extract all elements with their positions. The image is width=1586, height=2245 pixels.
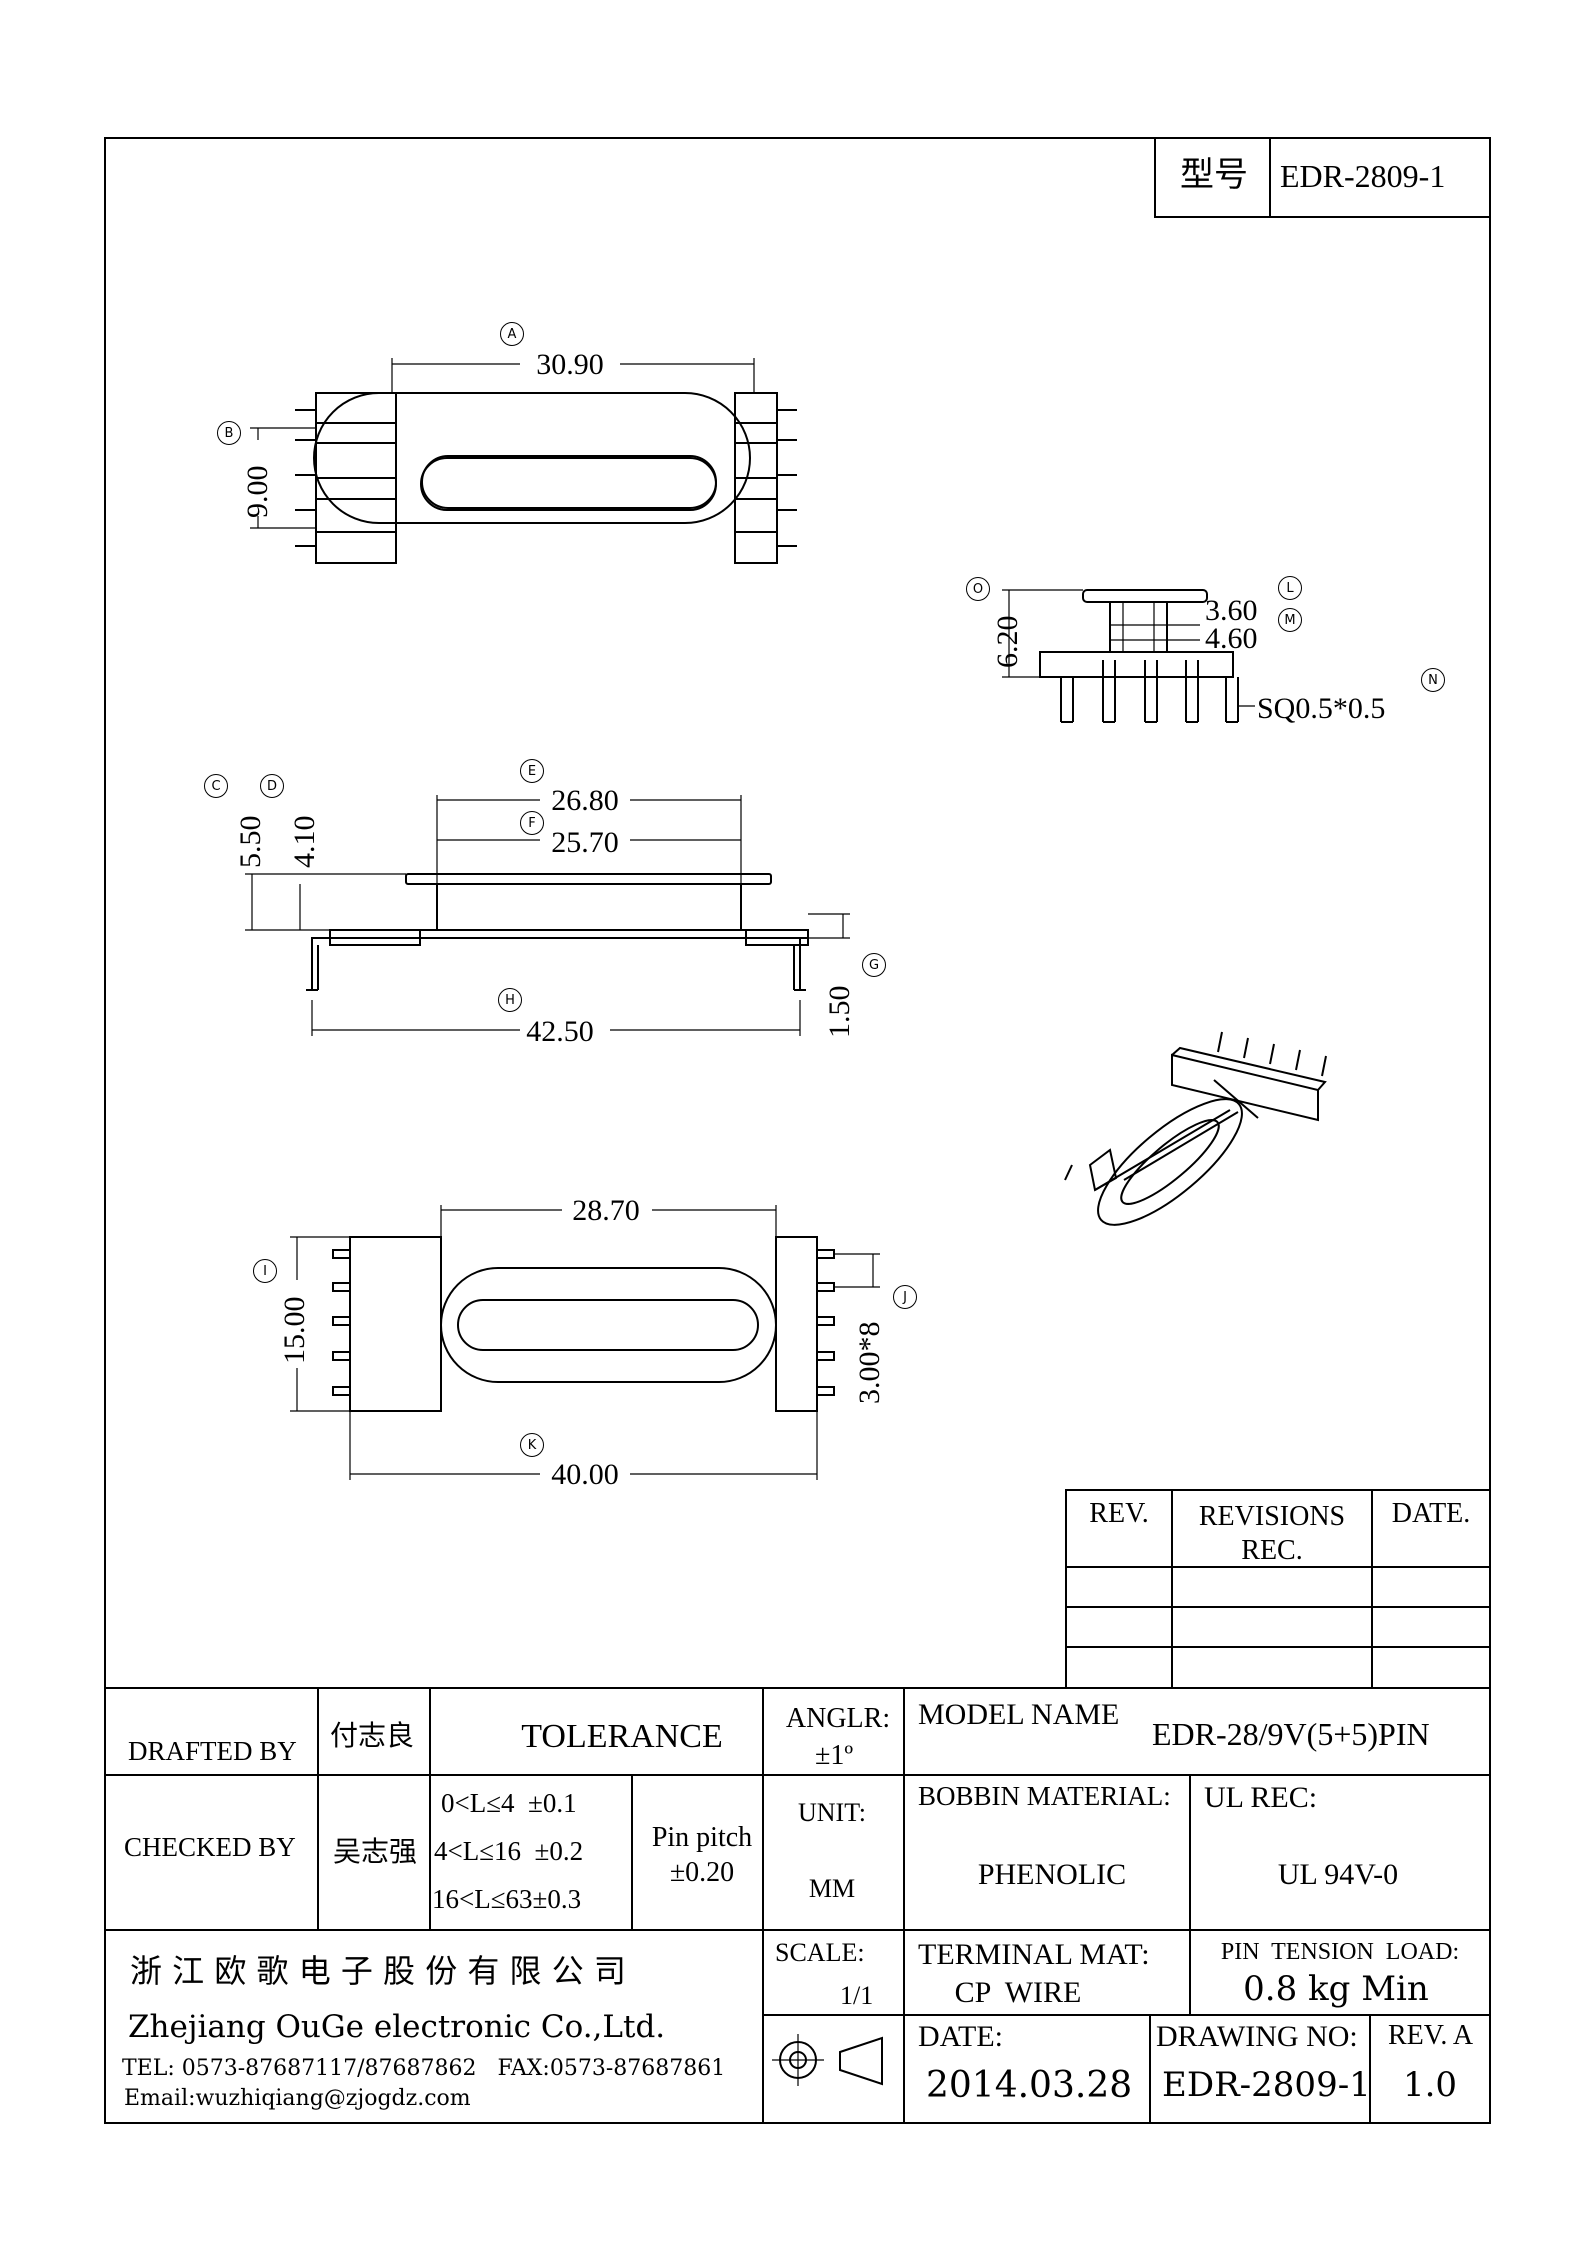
callout-o: O (966, 577, 990, 601)
dim-bottom-core-length: 28.70 (572, 1194, 640, 1227)
dim-side-pin-offset: 1.50 (823, 985, 856, 1039)
callout-i: I (253, 1259, 277, 1283)
rev-header-date: DATE. (1391, 1498, 1471, 1529)
ul-rec-label: UL REC: (1204, 1781, 1318, 1814)
dim-bottom-pitch: 3.00*8 (853, 1321, 886, 1405)
checked-by-name: 吴志强 (333, 1835, 418, 1868)
callout-n: N (1421, 668, 1445, 692)
callout-h: H (498, 988, 522, 1012)
rev-value: 1.0 (1402, 2065, 1458, 2105)
dim-end-inner-a: 3.60 (1205, 594, 1258, 627)
dim-side-pin-span: 42.50 (526, 1015, 594, 1048)
top-view (250, 358, 797, 564)
scale-label: SCALE: (775, 1938, 865, 1967)
date-value: 2014.03.28 (926, 2065, 1133, 2106)
dim-end-pin-size: SQ0.5*0.5 (1257, 692, 1386, 725)
drafted-by-name: 付志良 (330, 1719, 415, 1752)
dim-end-height: 6.20 (991, 615, 1024, 669)
callout-a: A (500, 322, 524, 346)
checked-by-label: CHECKED BY (124, 1832, 296, 1862)
bottom-view (290, 1205, 880, 1480)
header-box (1154, 137, 1491, 218)
terminal-mat-value: CP WIRE (954, 1976, 1082, 2009)
angle-value: ±1º (814, 1740, 854, 1771)
company-name-en: Zhejiang OuGe electronic Co.,Ltd. (128, 2009, 666, 2045)
angle-label: ANGLR: (785, 1703, 891, 1734)
tolerance-label: TOLERANCE (521, 1718, 723, 1755)
callout-c: C (204, 774, 228, 798)
drawing-frame (104, 137, 1491, 2124)
rev-header-revisions: REVISIONS REC. (1198, 1501, 1346, 1566)
dim-side-flange-outer: 26.80 (551, 784, 619, 817)
dim-side-height-total: 5.50 (234, 815, 267, 869)
pin-tension-value: 0.8 kg Min (1243, 1969, 1429, 2009)
drawing-no-label: DRAWING NO: (1156, 2020, 1358, 2053)
unit-value: MM (808, 1874, 856, 1903)
scale-value: 1/1 (840, 1981, 874, 2010)
company-tel-fax: TEL: 0573-87687117/87687862 FAX:0573-876… (122, 2056, 726, 2081)
unit-label: UNIT: (797, 1798, 867, 1827)
callout-k: K (520, 1433, 544, 1457)
model-name-label: MODEL NAME (918, 1698, 1120, 1731)
side-view (245, 795, 850, 1036)
bobbin-material-value: PHENOLIC (977, 1858, 1127, 1891)
drafted-by-label: DRAFTED BY (128, 1736, 297, 1766)
company-email: Email:wuzhiqiang@zjogdz.com (124, 2086, 471, 2111)
dim-top-height: 9.00 (241, 465, 274, 519)
end-view (1002, 589, 1255, 723)
tolerance-row-3: 16<L≤63±0.3 (432, 1884, 582, 1914)
callout-d: D (260, 774, 284, 798)
tolerance-row-1: 0<L≤4 ±0.1 (441, 1788, 577, 1818)
pin-pitch: Pin pitch ±0.20 (651, 1822, 753, 1888)
callout-e: E (520, 759, 544, 783)
callout-g: G (862, 953, 886, 977)
callout-m: M (1278, 608, 1302, 632)
bobbin-material-label: BOBBIN MATERIAL: (918, 1781, 1171, 1811)
projection-symbol-icon (772, 2034, 883, 2086)
isometric-view (1064, 1031, 1327, 1226)
dim-top-length: 30.90 (536, 348, 604, 381)
company-name-cn: 浙 江 欧 歌 电 子 股 份 有 限 公 司 (130, 1952, 626, 1990)
drawing-no-value: EDR-2809-1 (1162, 2065, 1371, 2105)
model-label: 型号 (1180, 155, 1248, 195)
callout-l: L (1278, 576, 1302, 600)
model-name-value: EDR-28/9V(5+5)PIN (1152, 1716, 1430, 1752)
date-label: DATE: (918, 2020, 1003, 2053)
pin-tension-label: PIN TENSION LOAD: (1220, 1939, 1460, 1965)
dim-bottom-length: 40.00 (551, 1458, 619, 1491)
ul-rec-value: UL 94V-0 (1277, 1858, 1399, 1891)
tolerance-row-2: 4<L≤16 ±0.2 (434, 1836, 584, 1866)
callout-j: J (893, 1285, 917, 1309)
dim-side-flange-inner: 25.70 (551, 826, 619, 859)
rev-label: REV. A (1388, 2020, 1474, 2051)
callout-f: F (520, 811, 544, 835)
callout-b: B (217, 421, 241, 445)
title-block-lines (105, 1687, 1490, 2123)
dim-bottom-width: 15.00 (278, 1296, 311, 1365)
terminal-mat-label: TERMINAL MAT: (918, 1938, 1150, 1971)
dim-side-height-core: 4.10 (288, 815, 321, 869)
dim-end-inner-b: 4.60 (1205, 622, 1258, 655)
rev-header-rev: REV. (1089, 1498, 1149, 1529)
model-header-value: EDR-2809-1 (1280, 158, 1446, 194)
